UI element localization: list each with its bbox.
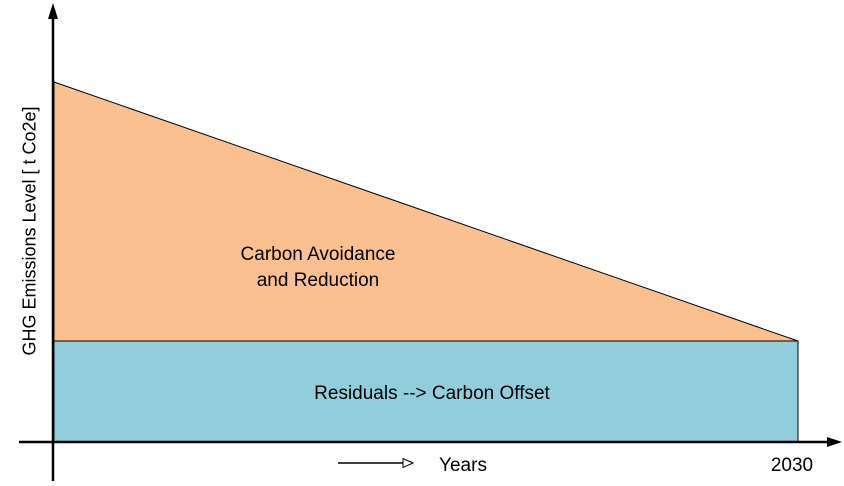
y-axis-label: GHG Emissions Level [ t Co2e] xyxy=(19,106,40,356)
y-axis-arrowhead-icon xyxy=(48,3,58,19)
x-axis-label: Years xyxy=(439,455,487,476)
avoidance-area-label: Carbon Avoidance and Reduction xyxy=(240,244,396,291)
residuals-area-shape xyxy=(53,340,799,443)
residuals-area-label: Residuals --> Carbon Offset xyxy=(314,383,550,404)
years-pointer-arrowhead-icon xyxy=(402,457,415,469)
avoidance-area-shape xyxy=(53,81,799,342)
x-axis-arrowhead-icon xyxy=(827,437,842,447)
x-axis-end-tick-label: 2030 xyxy=(770,455,814,476)
